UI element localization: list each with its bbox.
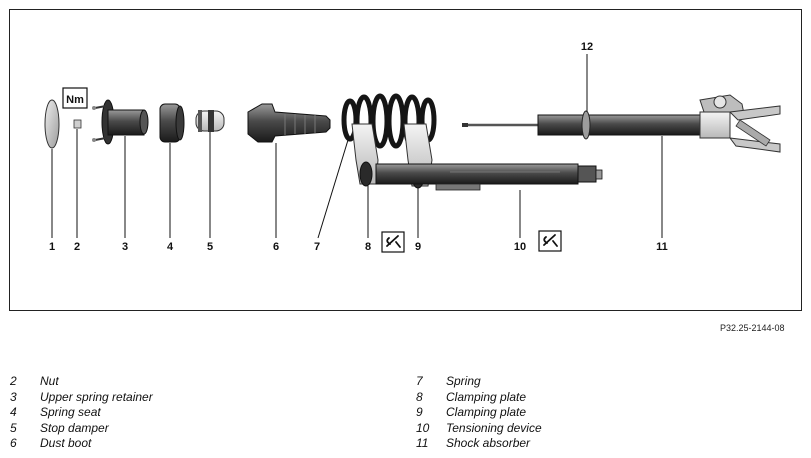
special-tool-icon [538, 230, 562, 252]
legend-text: Clamping plate [446, 405, 527, 419]
legend-number: 4 [10, 405, 17, 419]
legend-text: Nut [40, 374, 59, 388]
tensioning-device [375, 163, 603, 191]
legend-item: 2 Nut [10, 374, 153, 390]
legend-item: 8 Clamping plate [416, 390, 542, 406]
cap-disc [44, 99, 60, 149]
legend-item: 9 Clamping plate [416, 405, 542, 421]
part-label-10: 10 [514, 241, 526, 253]
figure-reference: P32.25-2144-08 [720, 323, 785, 333]
part-label-6: 6 [273, 241, 279, 253]
legend-item: 11 Shock absorber [416, 436, 542, 452]
legend-number: 9 [416, 405, 423, 419]
legend-item: 10 Tensioning device [416, 421, 542, 437]
part-label-3: 3 [122, 241, 128, 253]
legend-item: 3 Upper spring retainer [10, 390, 153, 406]
special-tool-icon [381, 231, 405, 253]
part-label-2: 2 [74, 241, 80, 253]
part-label-1: 1 [49, 241, 55, 253]
legend-item: 6 Dust boot [10, 436, 153, 452]
legend-text: Spring [446, 374, 481, 388]
legend-number: 6 [10, 436, 17, 450]
legend-item: 5 Stop damper [10, 421, 153, 437]
nut [73, 119, 82, 129]
legend-number: 8 [416, 389, 423, 404]
part-label-12: 12 [581, 41, 593, 53]
stop-damper [195, 110, 225, 132]
dust-boot [247, 103, 331, 143]
legend-item: 4 Spring seat [10, 405, 153, 421]
part-label-7: 7 [314, 241, 320, 253]
part-label-4: 4 [167, 241, 174, 253]
part-label-9: 9 [415, 241, 421, 253]
nm-symbol-text: Nm [66, 94, 84, 106]
nm-torque-symbol: Nm [62, 87, 88, 109]
spring-seat [159, 103, 185, 143]
legend-text: Stop damper [40, 420, 109, 435]
exploded-view-drawing: Nm [44, 41, 781, 253]
part-label-5: 5 [207, 241, 213, 253]
legend-text: Spring seat [40, 405, 101, 419]
legend-item: 7 Spring [416, 374, 542, 390]
legend-number: 7 [416, 374, 423, 388]
legend-number: 11 [416, 436, 429, 450]
part-label-11: 11 [656, 241, 668, 253]
part-number-labels: 1 2 3 4 5 6 7 8 9 10 11 12 [49, 41, 668, 253]
upper-spring-retainer [92, 99, 149, 145]
legend-text: Tensioning device [446, 420, 542, 435]
legend-number: 3 [10, 389, 17, 404]
legend-text: Shock absorber [446, 436, 531, 450]
legend-left-column: 2 Nut 3 Upper spring retainer 4 Spring seat… [10, 374, 153, 452]
legend-text: Clamping plate [446, 389, 527, 404]
legend-number: 2 [10, 374, 17, 388]
part-label-8: 8 [365, 241, 371, 253]
legend-number: 5 [10, 420, 17, 435]
legend-text: Upper spring retainer [40, 389, 153, 404]
legend-number: 10 [416, 420, 430, 435]
diagram-frame [9, 9, 802, 311]
shock-absorber [462, 94, 781, 153]
leader-lines [51, 54, 663, 239]
legend-text: Dust boot [40, 436, 92, 450]
